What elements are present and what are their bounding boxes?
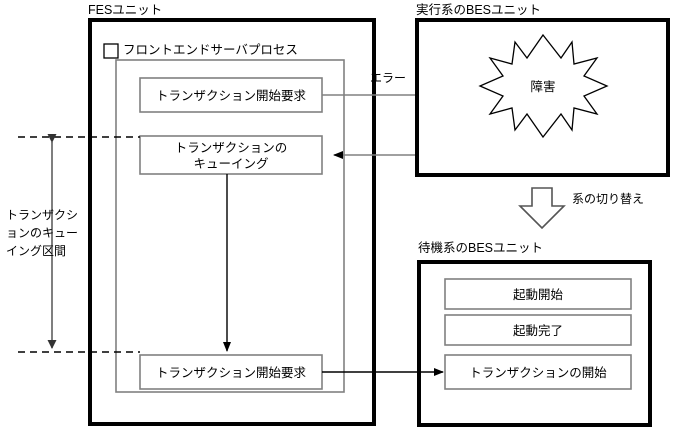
step-label-tx-queueing-line1: トランザクションの [175, 141, 288, 155]
queueing-span-label-line2: ョンのキュー [6, 226, 78, 240]
fault-label: 障害 [530, 79, 555, 94]
fault-burst-icon [478, 33, 609, 139]
step-box-tx-queueing[interactable] [139, 135, 323, 175]
step-label-startup-complete: 起動完了 [513, 323, 563, 338]
front-end-process-box [115, 59, 345, 393]
error-label: エラー [370, 71, 406, 85]
step-label-startup-begin: 起動開始 [513, 288, 564, 302]
queueing-span-label-line1: トランザクシ [6, 208, 78, 222]
standby-bes-unit-label: 待機系のBESユニット [418, 240, 543, 255]
queueing-span-label-line3: イング区間 [6, 244, 66, 258]
step-box-tx-begin[interactable] [444, 354, 632, 390]
step-label-tx-start-request-bottom: トランザクション開始要求 [156, 366, 307, 380]
step-box-startup-complete[interactable] [444, 314, 632, 346]
step-box-tx-start-request-bottom[interactable] [139, 354, 323, 390]
switchover-label: 系の切り替え [572, 192, 644, 206]
step-label-tx-begin: トランザクションの開始 [469, 366, 607, 380]
step-label-tx-queueing-line2: キューイング [193, 157, 268, 171]
front-end-process-marker-icon [103, 43, 119, 59]
fes-unit-label: FESユニット [88, 3, 162, 17]
active-bes-unit-label: 実行系のBESユニット [416, 2, 541, 17]
front-end-process-label: フロントエンドサーバプロセス [123, 43, 298, 57]
step-box-tx-start-request-top[interactable] [139, 77, 323, 113]
step-box-startup-begin[interactable] [444, 278, 632, 310]
step-label-tx-start-request-top: トランザクション開始要求 [156, 89, 307, 103]
switchover-block-arrow-icon [518, 187, 566, 230]
